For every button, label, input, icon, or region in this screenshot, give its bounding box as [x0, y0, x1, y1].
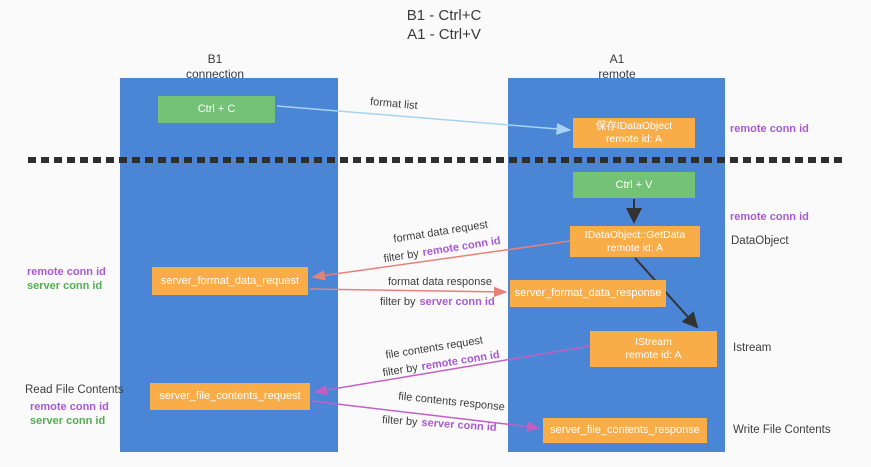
filter-prefix: filter by [382, 247, 420, 266]
node-istream-line1: IStream [635, 336, 672, 348]
node-ctrl-c-label: Ctrl + C [197, 103, 236, 115]
label-left2-remote-conn-id: remote conn id [30, 401, 109, 413]
label-istream: Istream [733, 342, 772, 354]
filter-prefix: filter by [380, 296, 416, 308]
node-file-request-label: server_file_contents_request [159, 390, 301, 402]
filter-value: server conn id [419, 296, 495, 308]
label-format-list: format list [369, 95, 419, 113]
label-read-file-contents: Read File Contents [25, 384, 124, 396]
label-remote-conn-id-top: remote conn id [730, 123, 809, 135]
page-title: B1 - Ctrl+C A1 - Ctrl+V [314, 6, 574, 44]
label-format-data-response: format data response [388, 276, 492, 288]
title-line-copy: B1 - Ctrl+C [406, 7, 482, 24]
lane-right-name: A1 [609, 52, 625, 66]
node-save-idataobject-line2: remote id: A [605, 133, 663, 145]
label-dataobject: DataObject [731, 235, 789, 247]
filter-prefix: filter by [381, 414, 418, 429]
node-server-format-data-response: server_format_data_response [510, 280, 666, 307]
lane-right-role: remote [598, 67, 636, 81]
node-file-response-label: server_file_contents_response [550, 424, 700, 436]
title-line-paste: A1 - Ctrl+V [407, 26, 481, 43]
label-left2-server-conn-id: server conn id [30, 415, 106, 427]
node-getdata-line1: IDataObject::GetData [584, 228, 686, 241]
label-file-contents-response: file contents response [397, 390, 506, 414]
node-save-idataobject: 保存IDataObject remote id: A [573, 118, 695, 148]
node-server-file-contents-request: server_file_contents_request [150, 383, 310, 410]
node-istream-line2: remote id: A [625, 349, 682, 361]
filter-prefix: filter by [381, 361, 419, 380]
lane-left-role: connection [185, 67, 245, 81]
node-ctrl-c: Ctrl + C [158, 96, 275, 123]
filter-value: server conn id [421, 416, 497, 434]
node-getdata-line2: remote id: A [606, 241, 664, 254]
label-left1-remote-conn-id: remote conn id [27, 266, 106, 278]
lane-header-right: A1 remote [547, 52, 687, 82]
label-left1-server-conn-id: server conn id [27, 280, 103, 292]
lane-left-name: B1 [207, 52, 223, 66]
node-format-response-label: server_format_data_response [514, 287, 662, 299]
node-server-file-contents-response: server_file_contents_response [543, 418, 707, 443]
node-istream: IStream remote id: A [590, 331, 717, 367]
node-server-format-data-request: server_format_data_request [152, 267, 308, 295]
node-idataobject-getdata: IDataObject::GetData remote id: A [570, 226, 700, 257]
node-format-request-label: server_format_data_request [160, 274, 300, 287]
session-divider-dashed-line [28, 157, 846, 163]
arrow-format-data-response [309, 286, 508, 298]
label-write-file-contents: Write File Contents [733, 424, 831, 436]
node-ctrl-v: Ctrl + V [573, 172, 695, 198]
node-save-idataobject-line1: 保存IDataObject [595, 120, 673, 132]
lane-header-left: B1 connection [145, 52, 285, 82]
node-ctrl-v-label: Ctrl + V [615, 178, 653, 191]
label-remote-conn-id-mid: remote conn id [730, 211, 809, 223]
